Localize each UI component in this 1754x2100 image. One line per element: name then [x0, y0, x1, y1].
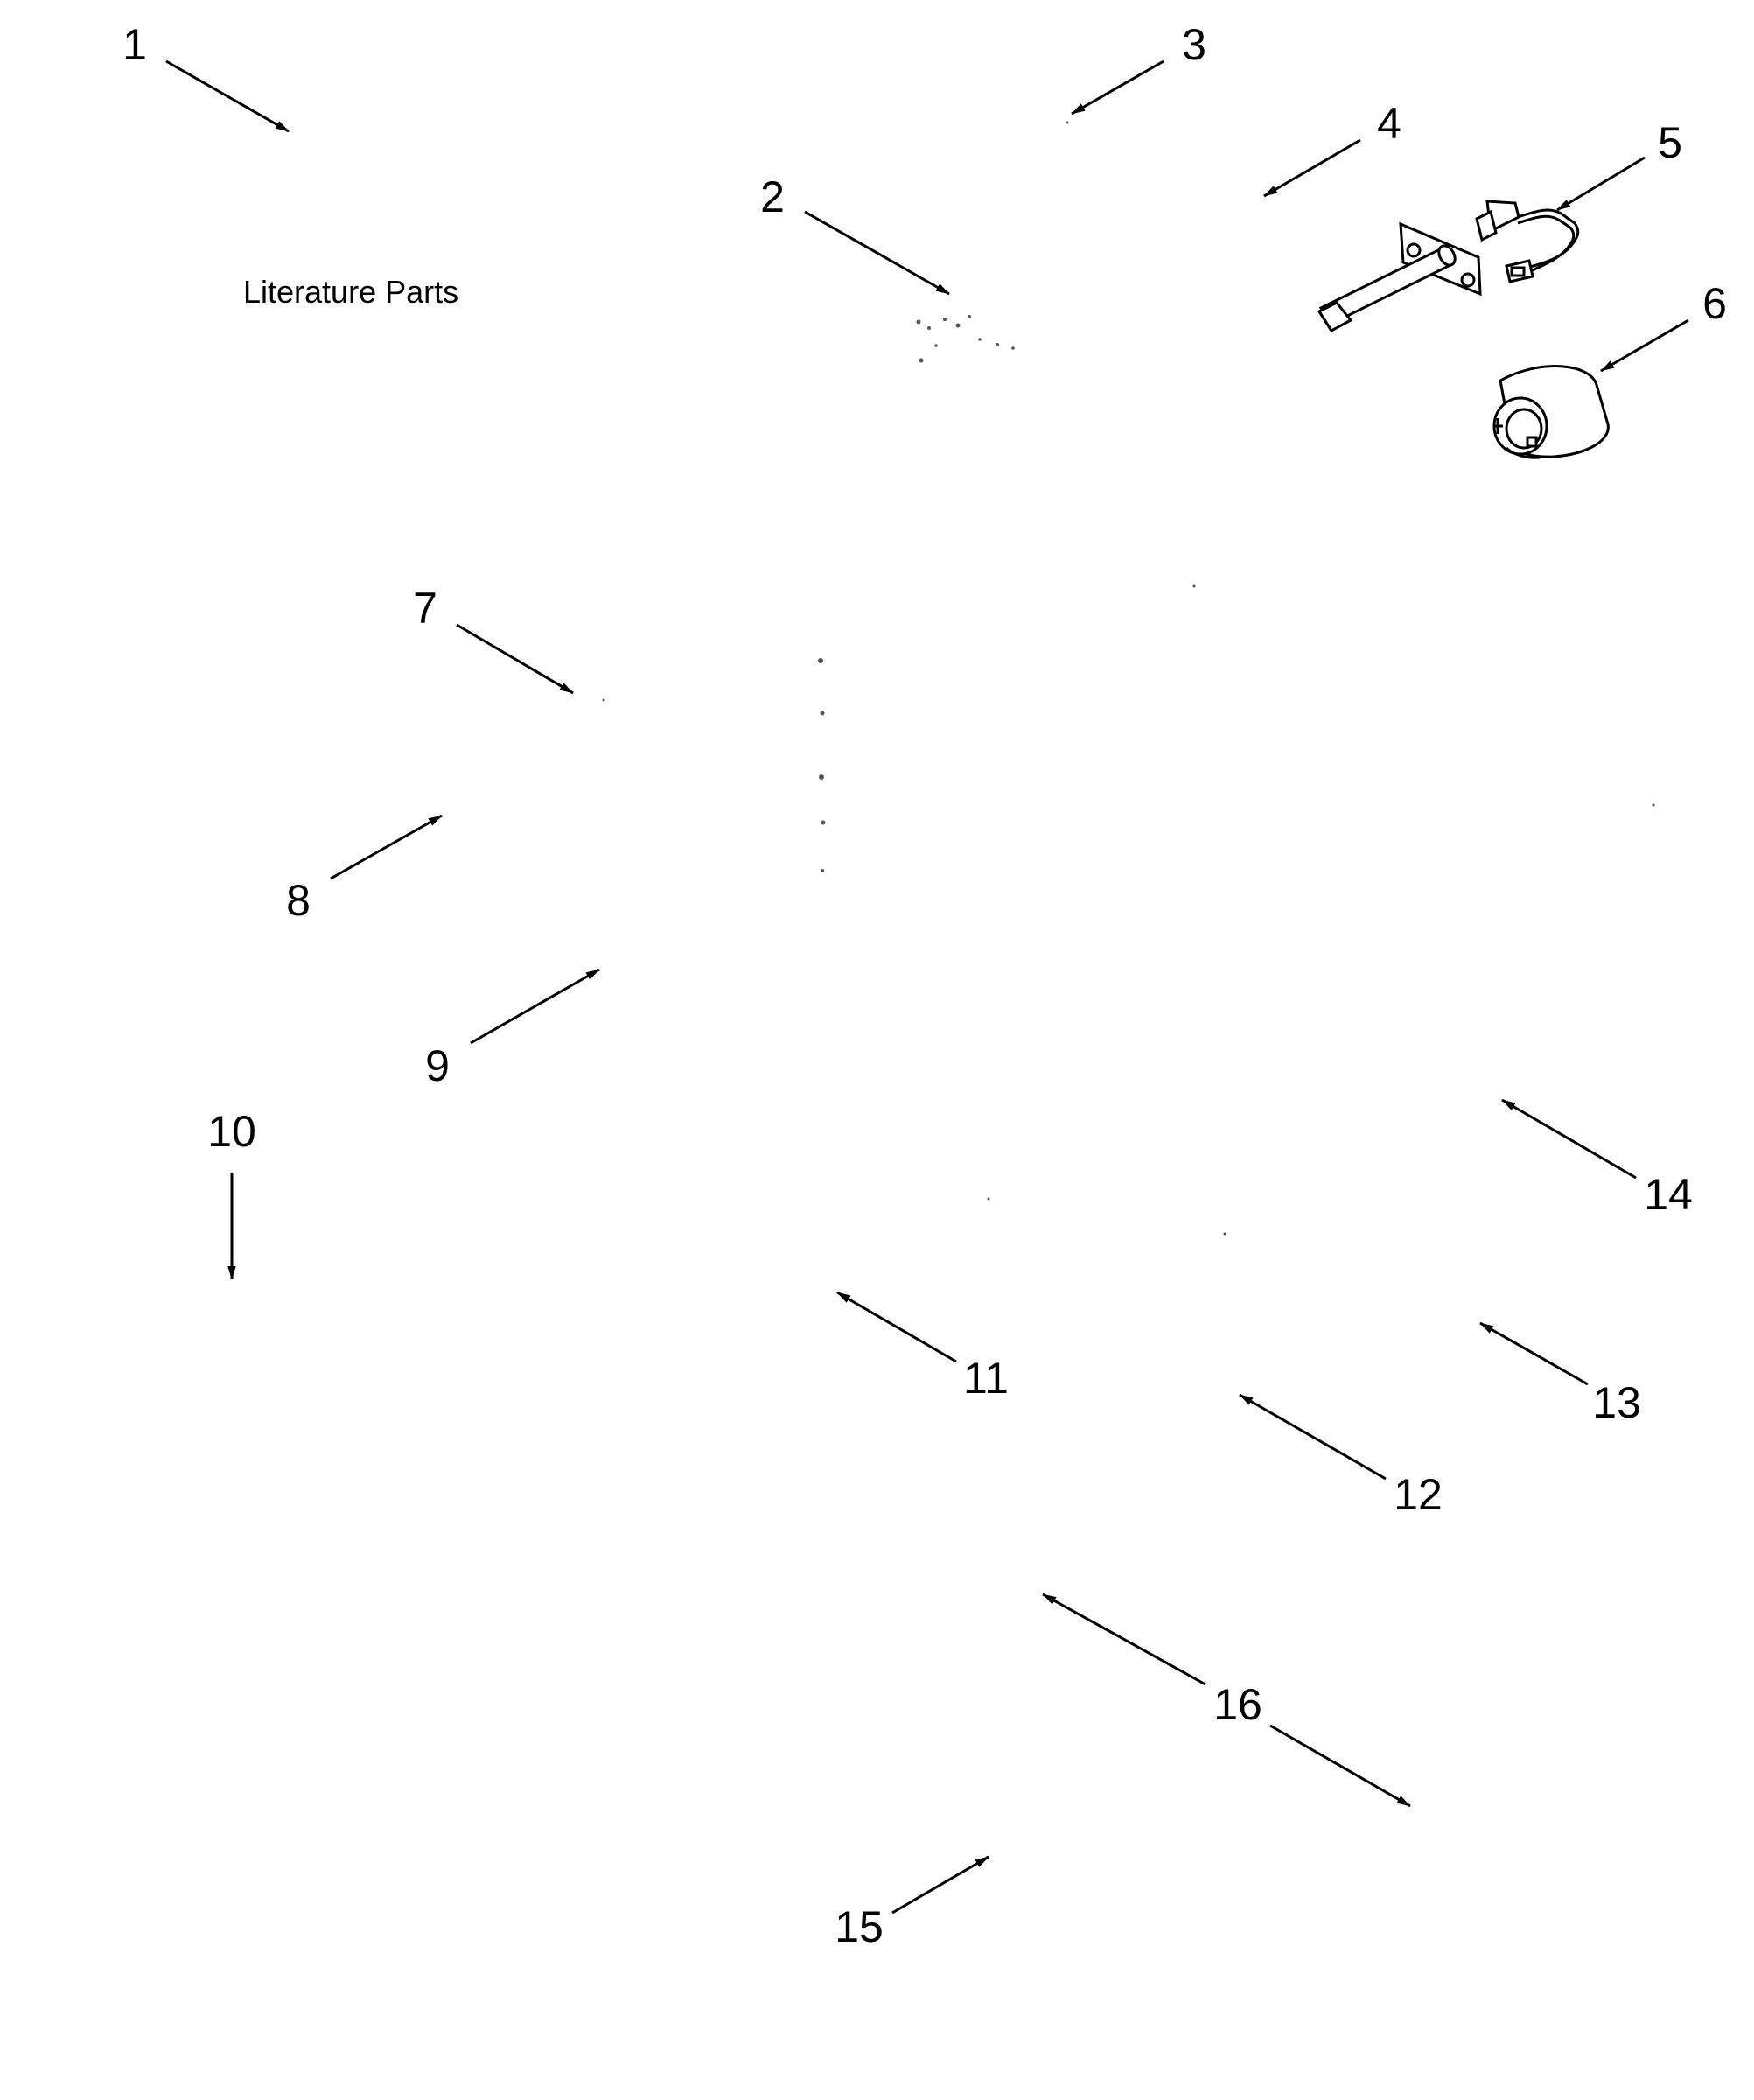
callout-13: 13 — [1592, 1378, 1641, 1427]
leader-arrow-9 — [470, 968, 600, 1045]
leader-arrow-11 — [836, 1291, 957, 1363]
callout-8: 8 — [286, 876, 311, 925]
leader-arrow-3 — [1071, 60, 1164, 116]
callout-1: 1 — [122, 20, 147, 69]
callout-7: 7 — [413, 584, 437, 633]
callout-6: 6 — [1702, 279, 1727, 328]
callout-15: 15 — [835, 1902, 884, 1951]
scan-specks — [602, 121, 1655, 1236]
callout-9: 9 — [425, 1041, 450, 1090]
leader-arrow-7 — [456, 623, 574, 695]
leader-arrow-14 — [1501, 1098, 1637, 1180]
leader-arrow-6 — [1600, 318, 1689, 373]
leader-arrow-15 — [891, 1855, 989, 1914]
leader-arrow-16a — [1042, 1592, 1206, 1686]
leader-arrow-1 — [165, 60, 290, 133]
callout-2: 2 — [760, 172, 785, 221]
callout-10: 10 — [207, 1107, 256, 1156]
callout-16: 16 — [1213, 1680, 1262, 1729]
hot-surface-igniter-icon — [1317, 200, 1580, 332]
callout-14: 14 — [1644, 1170, 1693, 1219]
leader-arrow-2 — [804, 210, 950, 296]
callout-11: 11 — [963, 1354, 1009, 1403]
leader-arrow-13 — [1479, 1321, 1589, 1386]
callout-4: 4 — [1377, 99, 1401, 148]
callout-3: 3 — [1182, 20, 1206, 69]
leader-arrow-16b — [1269, 1724, 1411, 1808]
callout-12: 12 — [1394, 1470, 1443, 1519]
callout-5: 5 — [1658, 118, 1682, 167]
leader-arrow-5 — [1556, 156, 1646, 212]
leader-arrow-4 — [1263, 138, 1361, 198]
leader-arrow-12 — [1239, 1393, 1387, 1480]
section-label: Literature Parts — [243, 274, 458, 310]
leader-arrow-8 — [330, 814, 443, 880]
cylindrical-fitting-icon — [1492, 365, 1610, 459]
